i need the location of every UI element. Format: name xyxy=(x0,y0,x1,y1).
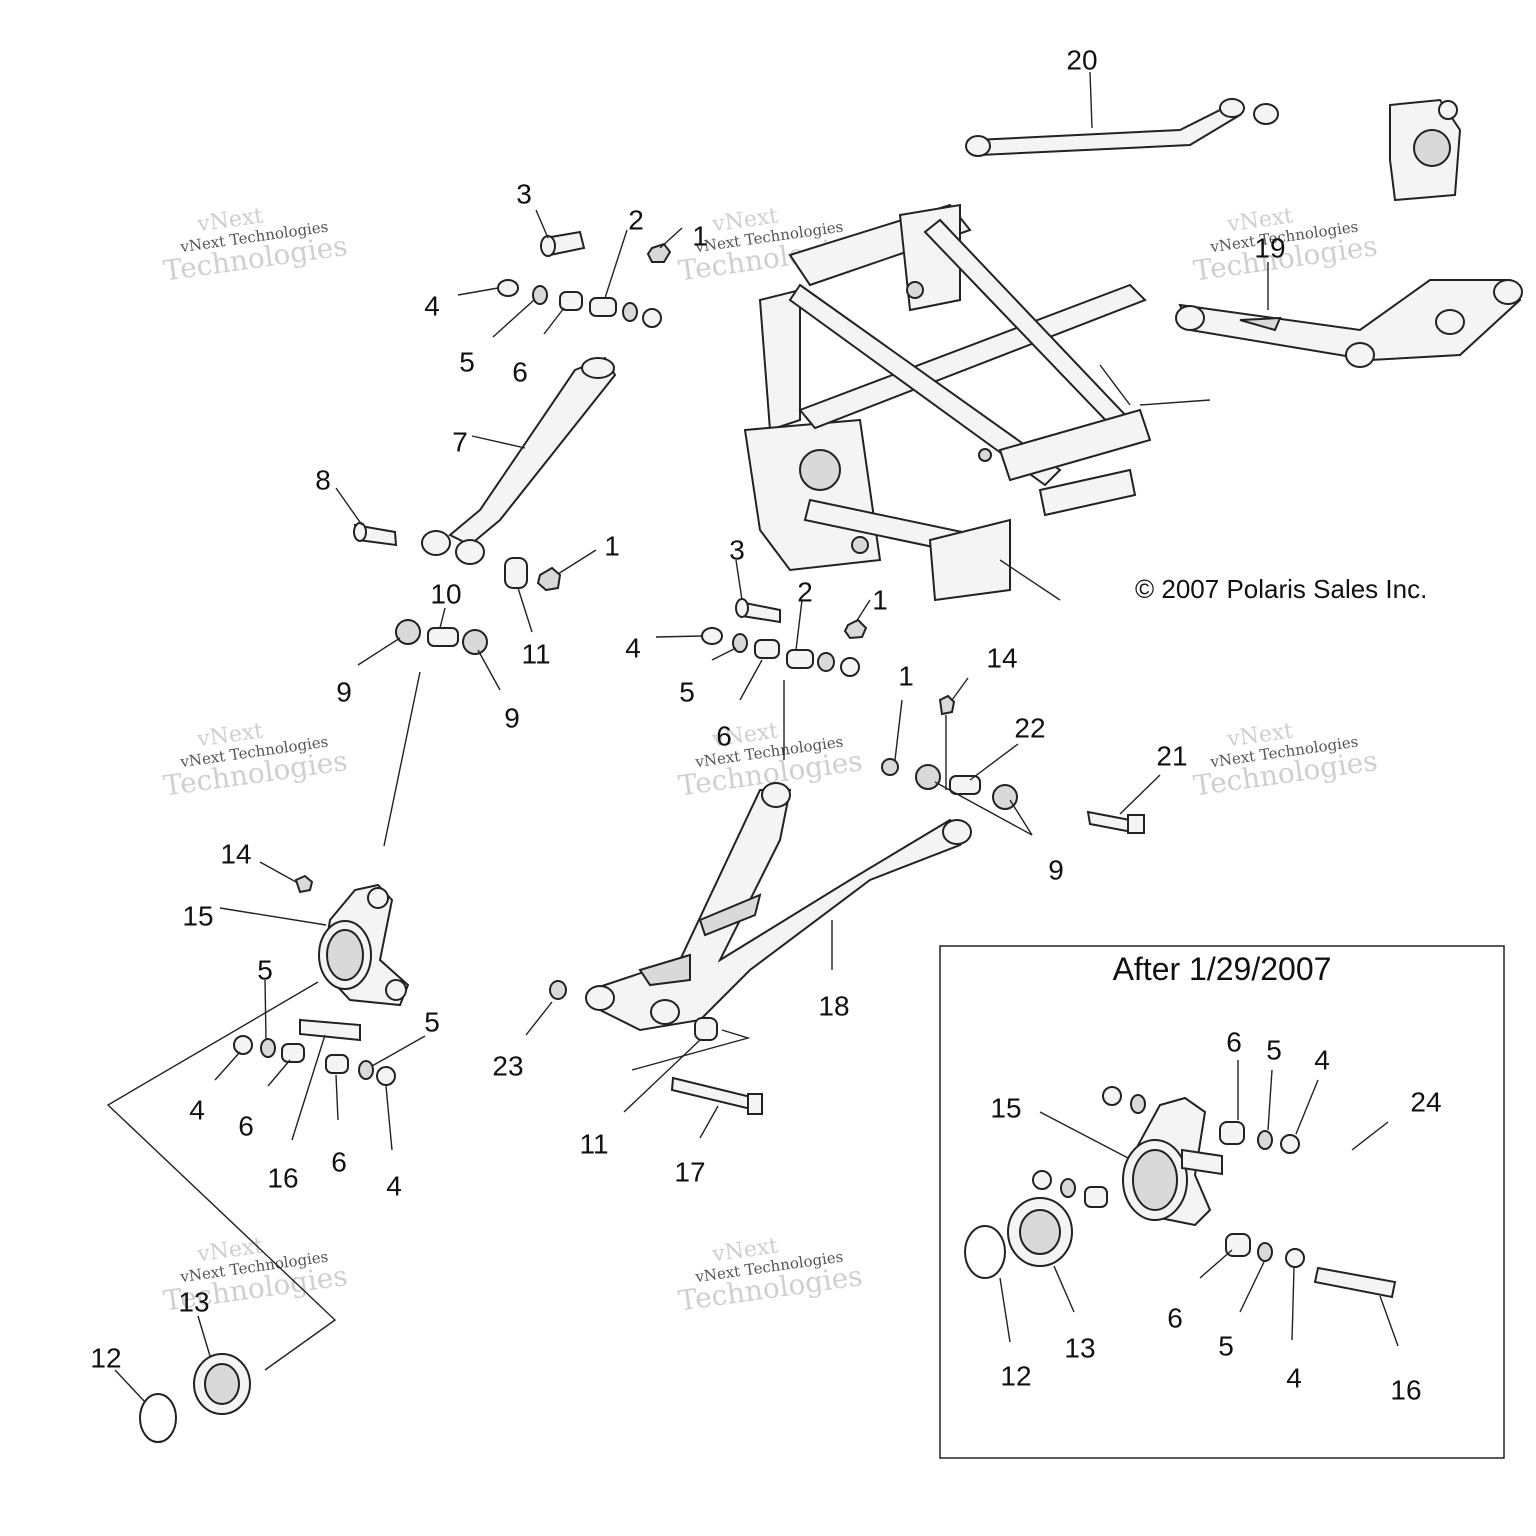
callout-label-19: 19 xyxy=(1254,232,1285,263)
callout-label-4: 4 xyxy=(424,290,440,321)
callout-label-11: 11 xyxy=(579,1128,608,1159)
upper-right-bracket xyxy=(1389,98,1462,202)
callout-label-17: 17 xyxy=(674,1156,705,1187)
callout-label-6: 6 xyxy=(238,1110,254,1141)
callout-label-24: 24 xyxy=(1410,1086,1441,1117)
callout-label-6: 6 xyxy=(512,356,528,387)
callout-label-5: 5 xyxy=(424,1006,440,1037)
callout-label-1: 1 xyxy=(872,584,888,615)
chassis-frame xyxy=(743,203,1211,602)
callout-label-8: 8 xyxy=(315,464,331,495)
left-knuckle-assembly xyxy=(106,874,410,1443)
callout-label-12: 12 xyxy=(90,1342,121,1373)
callout-label-14: 14 xyxy=(986,642,1017,673)
callout-label-4: 4 xyxy=(1286,1362,1302,1393)
callout-label-2: 2 xyxy=(797,576,813,607)
callout-label-16: 16 xyxy=(1390,1374,1421,1405)
callout-label-15: 15 xyxy=(990,1092,1021,1123)
callout-label-7: 7 xyxy=(452,426,468,457)
callout-label-4: 4 xyxy=(625,632,641,663)
callout-label-3: 3 xyxy=(729,534,745,565)
watermark: vNext vNext Technologies Technologies xyxy=(161,718,349,802)
callout-label-11: 11 xyxy=(521,638,550,669)
callout-label-21: 21 xyxy=(1156,740,1187,771)
callout-label-4: 4 xyxy=(189,1094,205,1125)
inset-title: After 1/29/2007 xyxy=(1113,951,1332,987)
callout-label-4: 4 xyxy=(386,1170,402,1201)
callout-label-5: 5 xyxy=(1218,1330,1234,1361)
callout-label-12: 12 xyxy=(1000,1360,1031,1391)
right-hardware-stack xyxy=(881,694,1145,834)
callout-label-20: 20 xyxy=(1066,44,1097,75)
callout-label-6: 6 xyxy=(716,720,732,751)
callout-label-6: 6 xyxy=(331,1146,347,1177)
callout-label-5: 5 xyxy=(257,954,273,985)
part-18-a-arm xyxy=(549,782,972,1115)
leader-lines xyxy=(114,71,1399,1403)
callout-label-5: 5 xyxy=(679,676,695,707)
callout-label-10: 10 xyxy=(430,578,461,609)
upper-hardware-stack xyxy=(497,230,672,328)
inset-after-1-29-2007: After 1/29/2007 xyxy=(939,945,1505,1459)
middle-hardware-stack xyxy=(701,598,868,760)
callout-label-23: 23 xyxy=(492,1050,523,1081)
callout-label-16: 16 xyxy=(267,1162,298,1193)
callout-label-13: 13 xyxy=(178,1286,209,1317)
watermark: vNext vNext Technologies Technologies xyxy=(1191,203,1379,287)
callout-label-2: 2 xyxy=(628,204,644,235)
left-hardware-stack xyxy=(353,522,562,847)
callout-label-1: 1 xyxy=(692,220,708,251)
callout-label-4: 4 xyxy=(1314,1044,1330,1075)
callout-label-22: 22 xyxy=(1014,712,1045,743)
callout-label-1: 1 xyxy=(898,660,914,691)
watermark: vNext vNext Technologies Technologies xyxy=(161,203,349,287)
callout-label-9: 9 xyxy=(1048,854,1064,885)
callout-label-18: 18 xyxy=(818,990,849,1021)
copyright-notice: © 2007 Polaris Sales Inc. xyxy=(1135,574,1427,604)
callout-label-13: 13 xyxy=(1064,1332,1095,1363)
callout-label-6: 6 xyxy=(1167,1302,1183,1333)
part-19-control-arm xyxy=(1175,279,1523,368)
callout-label-6: 6 xyxy=(1226,1026,1242,1057)
callout-label-15: 15 xyxy=(182,900,213,931)
watermark: vNext vNext Technologies Technologies xyxy=(1191,718,1379,802)
callout-label-14: 14 xyxy=(220,838,251,869)
callout-label-3: 3 xyxy=(516,178,532,209)
callout-label-5: 5 xyxy=(459,346,475,377)
watermark: vNext vNext Technologies Technologies xyxy=(676,1233,864,1317)
callout-label-1: 1 xyxy=(604,530,620,561)
callout-label-9: 9 xyxy=(336,676,352,707)
part-20-upper-link xyxy=(965,98,1279,157)
part-7-trailing-link xyxy=(421,356,617,565)
callout-label-5: 5 xyxy=(1266,1034,1282,1065)
callout-label-9: 9 xyxy=(504,702,520,733)
